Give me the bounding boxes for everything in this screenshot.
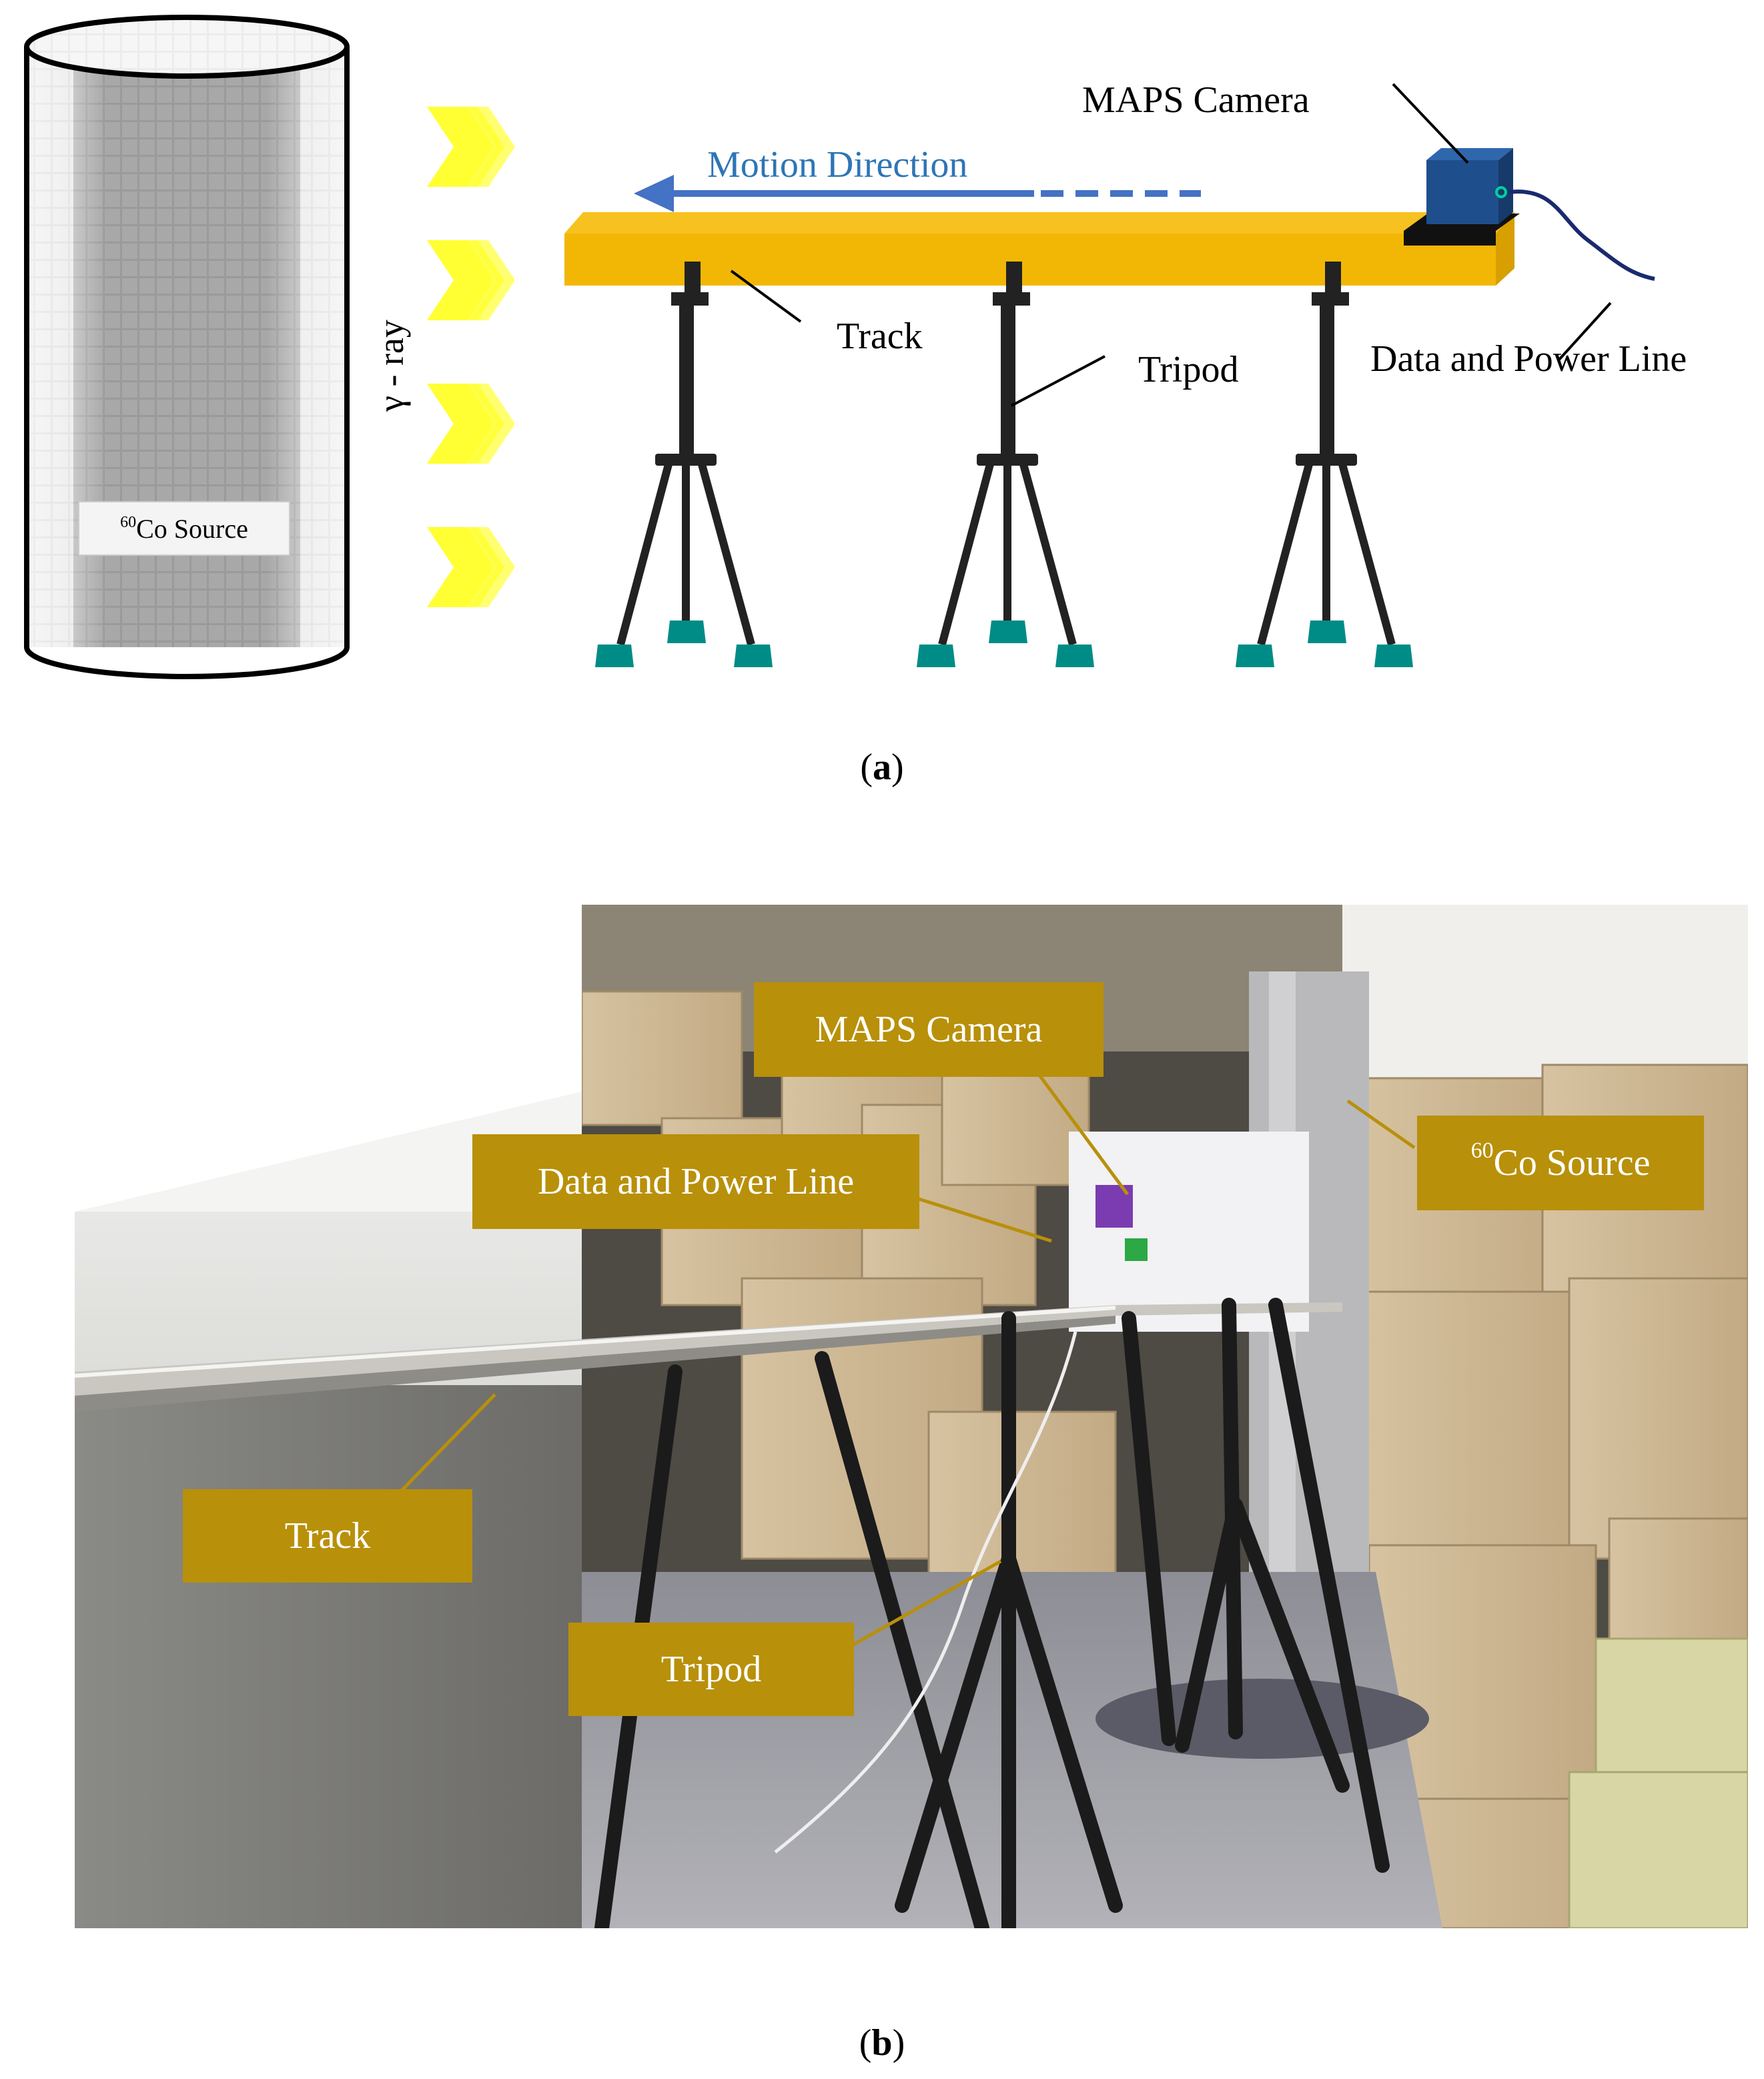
gamma-ray-label: γ - ray bbox=[371, 320, 411, 412]
leader-lines bbox=[730, 83, 1612, 407]
source-label-a: 60Co Source bbox=[120, 514, 248, 544]
gamma-ray-chevrons bbox=[427, 107, 515, 607]
track-label-b: Track bbox=[183, 1489, 472, 1583]
tripod-label-a: Tripod bbox=[1138, 349, 1238, 390]
caption-b: (b) bbox=[859, 2022, 905, 2064]
maps-camera-label-a: MAPS Camera bbox=[1082, 79, 1310, 121]
maps-camera bbox=[1404, 148, 1520, 246]
caption-a: (a) bbox=[860, 747, 904, 788]
source-label-b-text: Co Source bbox=[1493, 1142, 1651, 1184]
source-label-box bbox=[78, 501, 290, 556]
tripod-icon bbox=[595, 262, 773, 667]
tripods bbox=[595, 262, 1413, 667]
motion-direction-arrow bbox=[634, 175, 1201, 212]
maps-camera-label-b: MAPS Camera bbox=[754, 982, 1104, 1077]
motion-direction-label: Motion Direction bbox=[707, 144, 967, 185]
tripod-label-b: Tripod bbox=[568, 1623, 854, 1716]
data-power-line-cable bbox=[1508, 189, 1655, 281]
data-power-line-label-a: Data and Power Line bbox=[1370, 338, 1687, 380]
panel-a-diagram: 60Co Source γ - ray Motion Direction bbox=[24, 15, 1687, 679]
cobalt-source-cylinder bbox=[24, 15, 350, 679]
track bbox=[564, 212, 1514, 286]
data-power-line-label-b: Data and Power Line bbox=[472, 1134, 919, 1229]
track-label-a: Track bbox=[837, 316, 923, 357]
chevron-icon bbox=[427, 107, 515, 187]
source-label-b-sup: 60 bbox=[1470, 1138, 1494, 1163]
